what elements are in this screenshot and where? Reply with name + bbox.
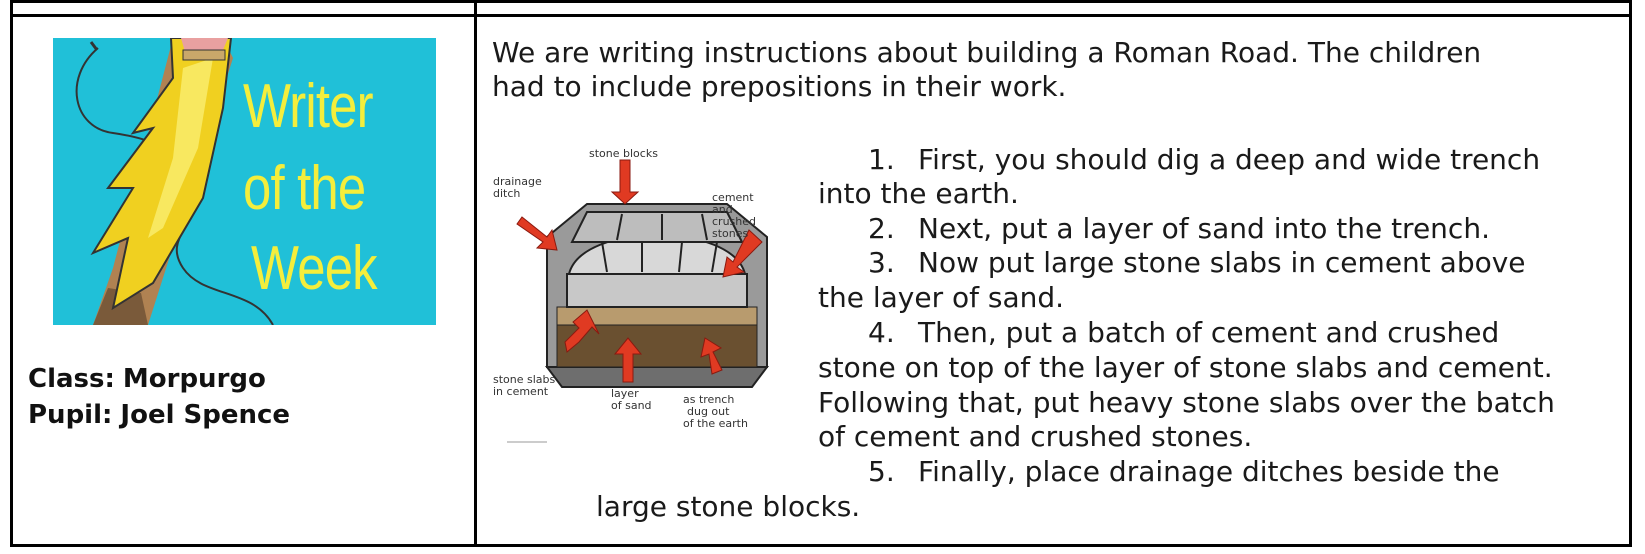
label-and: and [712,203,733,216]
table-border-bottom [10,544,1632,547]
pupil-info: Pupil:Joel Spence [28,400,290,430]
step-text: Finally, place drainage ditches beside t… [918,455,1500,488]
intro-line-2: had to include prepositions in their wor… [492,70,1067,103]
table-column-divider [474,0,477,547]
step-1: 1. First, you should dig a deep and wide … [868,143,1540,177]
step-4-continuation: Following that, put heavy stone slabs ov… [818,386,1555,419]
intro-line-1: We are writing instructions about buildi… [492,36,1482,69]
step-4-continuation: stone on top of the layer of stone slabs… [818,351,1553,384]
banner-word-week: Week [251,234,378,303]
table-border-right [1629,0,1632,547]
banner-word-of-the: of the [243,154,366,223]
step-text: Next, put a layer of sand into the trenc… [918,212,1490,245]
pupil-label: Pupil: [28,400,113,430]
step-4: 4. Then, put a batch of cement and crushe… [868,316,1499,350]
pupil-value: Joel Spence [120,400,291,430]
label-drainage: drainage [493,175,542,188]
label-crushed: crushed [712,215,756,228]
step-number: 5. [868,455,895,488]
label-as-trench: as trench [683,393,735,406]
label-in-cement: in cement [493,385,549,398]
step-2: 2. Next, put a layer of sand into the tre… [868,212,1490,246]
label-stones: stones [712,227,749,240]
step-3: 3. Now put large stone slabs in cement ab… [868,246,1526,280]
label-ditch: ditch [493,187,521,200]
step-text: First, you should dig a deep and wide tr… [918,143,1541,176]
class-label: Class: [28,364,115,394]
step-text: Now put large stone slabs in cement abov… [918,246,1526,279]
label-cement: cement [712,191,754,204]
step-3-continuation: the layer of sand. [818,281,1065,314]
roman-road-diagram: stone blocks drainage ditch cement and c… [487,142,807,472]
pencil-icon [75,38,274,325]
banner-word-writer: Writer [243,72,374,141]
step-5-continuation: large stone blocks. [596,490,861,523]
step-number: 2. [868,212,895,245]
label-stone-blocks: stone blocks [589,147,658,160]
table-border-top [10,0,1632,3]
step-number: 4. [868,316,895,349]
step-4-continuation: of cement and crushed stones. [818,420,1253,453]
class-info: Class:Morpurgo [28,364,266,394]
step-text: Then, put a batch of cement and crushed [918,316,1500,349]
step-5: 5. Finally, place drainage ditches beside… [868,455,1500,489]
table-row-divider [10,14,1632,17]
label-dug-out: dug out [687,405,730,418]
label-stone-slabs: stone slabs [493,373,556,386]
label-of-the-earth: of the earth [683,417,748,430]
step-1-continuation: into the earth. [818,177,1019,210]
step-number: 3. [868,246,895,279]
table-border-left [10,0,13,547]
writer-of-the-week-banner: Writer of the Week [53,38,436,325]
label-of-sand: of sand [611,399,652,412]
class-value: Morpurgo [122,364,266,394]
label-layer: layer [611,387,639,400]
road-cross-section-image [487,159,769,443]
step-number: 1. [868,143,895,176]
